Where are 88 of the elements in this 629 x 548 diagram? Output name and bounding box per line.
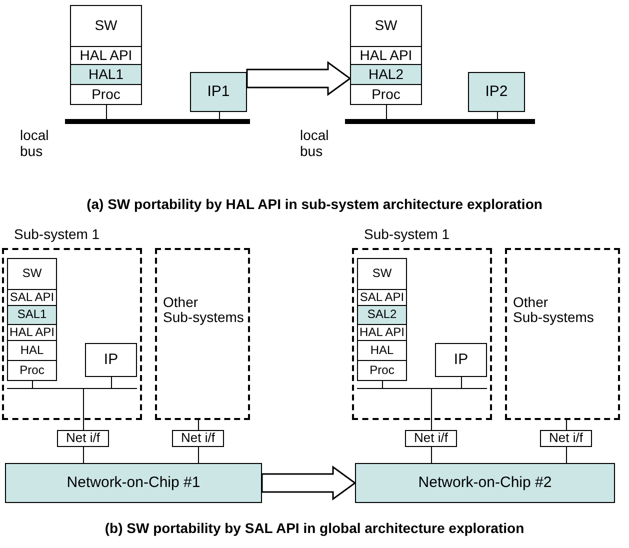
bus-line — [357, 388, 487, 389]
connector-line — [111, 376, 112, 388]
bus-label: local bus — [20, 127, 50, 159]
layer-box — [7, 305, 57, 325]
box-label: Proc — [372, 86, 400, 102]
ip-block — [435, 343, 487, 377]
subsystem-heading: Sub-system 1 — [364, 226, 450, 242]
layer-box — [70, 46, 142, 65]
box-label: Net i/f — [549, 431, 583, 446]
ip-block — [190, 72, 247, 112]
block-arrow — [246, 61, 352, 96]
connector-line — [83, 388, 84, 430]
layer-box — [350, 46, 422, 65]
figure-caption: (a) SW portability by HAL API in sub-system architecture exploration — [86, 196, 542, 212]
box-label: SAL API — [10, 290, 54, 304]
connector-line — [431, 388, 432, 430]
layer-box — [350, 84, 422, 105]
layer-box — [70, 64, 142, 85]
box-label: HAL2 — [368, 66, 404, 82]
connector-line — [497, 112, 498, 120]
connector-line — [83, 446, 84, 464]
box-label: HAL API — [360, 48, 412, 64]
subsystem-box — [352, 248, 492, 420]
connector-line — [566, 446, 567, 464]
connector-line — [106, 104, 107, 120]
layer-box — [357, 305, 407, 325]
box-label: Proc — [20, 364, 44, 378]
box-label: HAL1 — [88, 66, 124, 82]
layer-box — [70, 84, 142, 105]
layer-box — [7, 258, 57, 290]
box-label: SAL API — [360, 290, 404, 304]
box-label: Other Sub-systems — [513, 295, 594, 326]
network-box — [5, 463, 262, 503]
interface-box — [405, 430, 457, 447]
box-label: Net i/f — [66, 431, 100, 446]
ip-block — [468, 72, 525, 112]
box-label: SW — [372, 267, 392, 281]
network-box — [355, 463, 615, 503]
connector-line — [386, 104, 387, 120]
box-label: IP1 — [207, 84, 230, 100]
box-label: Proc — [370, 364, 394, 378]
connector-line — [382, 380, 383, 388]
box-label: Other Sub-systems — [163, 295, 244, 326]
connector-line — [461, 376, 462, 388]
bus-line — [7, 388, 137, 389]
layer-box — [350, 5, 422, 47]
figure-caption: (b) SW portability by SAL API in global architecture exploration — [104, 520, 524, 536]
connector-line — [32, 380, 33, 388]
block-arrow — [261, 466, 356, 500]
subsystem-box — [155, 248, 250, 420]
ip-block — [85, 343, 137, 377]
connector-line — [431, 446, 432, 464]
connector-line — [198, 446, 199, 464]
box-label: HAL API — [360, 326, 404, 340]
box-label: HAL API — [10, 326, 54, 340]
box-label: IP2 — [485, 84, 508, 100]
box-label: SW — [22, 267, 42, 281]
box-label: HAL API — [80, 48, 132, 64]
box-label: Net i/f — [414, 431, 448, 446]
layer-box — [7, 340, 57, 361]
subsystem-box — [2, 248, 142, 420]
box-label: SW — [94, 18, 118, 34]
connector-line — [219, 112, 220, 120]
connector-line — [566, 420, 567, 430]
subsystem-box — [505, 248, 620, 420]
box-label: SAL2 — [367, 308, 397, 322]
layer-box — [357, 360, 407, 381]
layer-box — [70, 5, 142, 47]
layer-box — [357, 340, 407, 361]
box-label: IP — [454, 352, 468, 368]
box-label: HAL — [20, 344, 44, 358]
box-label: Proc — [92, 86, 120, 102]
interface-box — [540, 430, 592, 447]
box-label: HAL — [370, 344, 394, 358]
box-label: Net i/f — [181, 431, 215, 446]
connector-line — [198, 420, 199, 430]
box-label: Network-on-Chip #2 — [418, 474, 552, 492]
interface-box — [172, 430, 224, 447]
layer-box — [7, 360, 57, 381]
box-label: SW — [374, 18, 398, 34]
bus-label: local bus — [300, 127, 330, 159]
subsystem-heading: Sub-system 1 — [14, 226, 100, 242]
box-label: IP — [104, 352, 118, 368]
layer-box — [357, 258, 407, 290]
box-label: Network-on-Chip #1 — [66, 474, 200, 492]
interface-box — [57, 430, 109, 447]
layer-box — [350, 64, 422, 85]
box-label: SAL1 — [17, 308, 47, 322]
